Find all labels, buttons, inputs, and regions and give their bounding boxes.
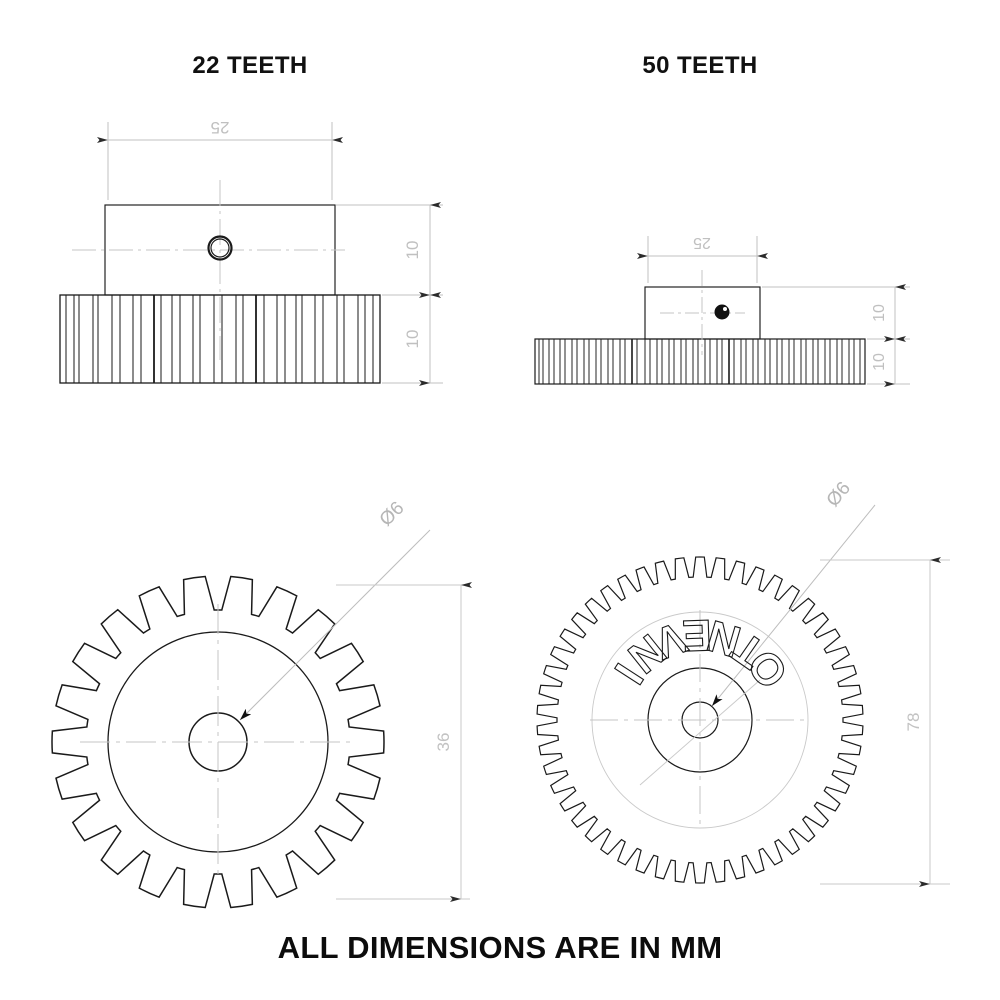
engraved-letter: N <box>702 610 746 666</box>
gear-bore-right <box>681 701 719 739</box>
set-screw-hole-right <box>714 304 730 320</box>
set-screw-highlight <box>723 307 727 311</box>
dim-od-left-36: 36 <box>434 733 453 752</box>
gear-teeth-striations-left <box>65 295 374 383</box>
gear-root-circle-left <box>107 631 329 853</box>
dim-right-gear-height-10: 10 <box>871 353 888 371</box>
dim-left-gear-height-10: 10 <box>403 330 422 349</box>
view-title-50-teeth: 50 TEETH <box>642 52 758 79</box>
dim-right-width-25: 25 <box>693 234 711 251</box>
left-view-dimensions: 25 10 10 <box>97 118 443 386</box>
set-screw-hole-inner <box>210 238 230 258</box>
dim-left-width-25: 25 <box>211 118 230 137</box>
right-front-elevation <box>534 270 866 385</box>
dim-right-hub-height-10: 10 <box>871 304 888 322</box>
engraved-letter: I <box>605 655 653 692</box>
engraved-letter: T <box>723 622 773 678</box>
dim-left-hub-height-10: 10 <box>403 241 422 260</box>
gear-hub-circle-right <box>647 667 753 773</box>
footer-note: ALL DIMENSIONS ARE IN MM <box>277 930 723 965</box>
aux-line-right <box>639 679 761 786</box>
dim-bore-right: Ø6 <box>823 478 855 511</box>
set-screw-hole-outer <box>207 235 233 261</box>
engraved-letter: O <box>738 640 798 697</box>
left-plan-gear-22-teeth: Ø6 36 <box>51 498 472 909</box>
gear-bore-left <box>188 712 248 772</box>
left-front-elevation <box>59 180 381 384</box>
gear-teeth-striations-right <box>538 339 861 384</box>
engraved-letter: N <box>619 624 674 682</box>
leader-bore-left <box>239 529 431 721</box>
engraved-letter: E <box>681 610 712 660</box>
gear-root-circle-right <box>591 611 809 829</box>
right-view-dimensions: 25 10 10 <box>637 234 910 387</box>
dim-bore-left: Ø6 <box>376 498 409 531</box>
leader-bore-right <box>711 504 876 707</box>
view-title-22-teeth: 22 TEETH <box>192 52 308 79</box>
dim-od-right-78: 78 <box>904 713 923 732</box>
engraved-letter: V <box>648 612 693 668</box>
